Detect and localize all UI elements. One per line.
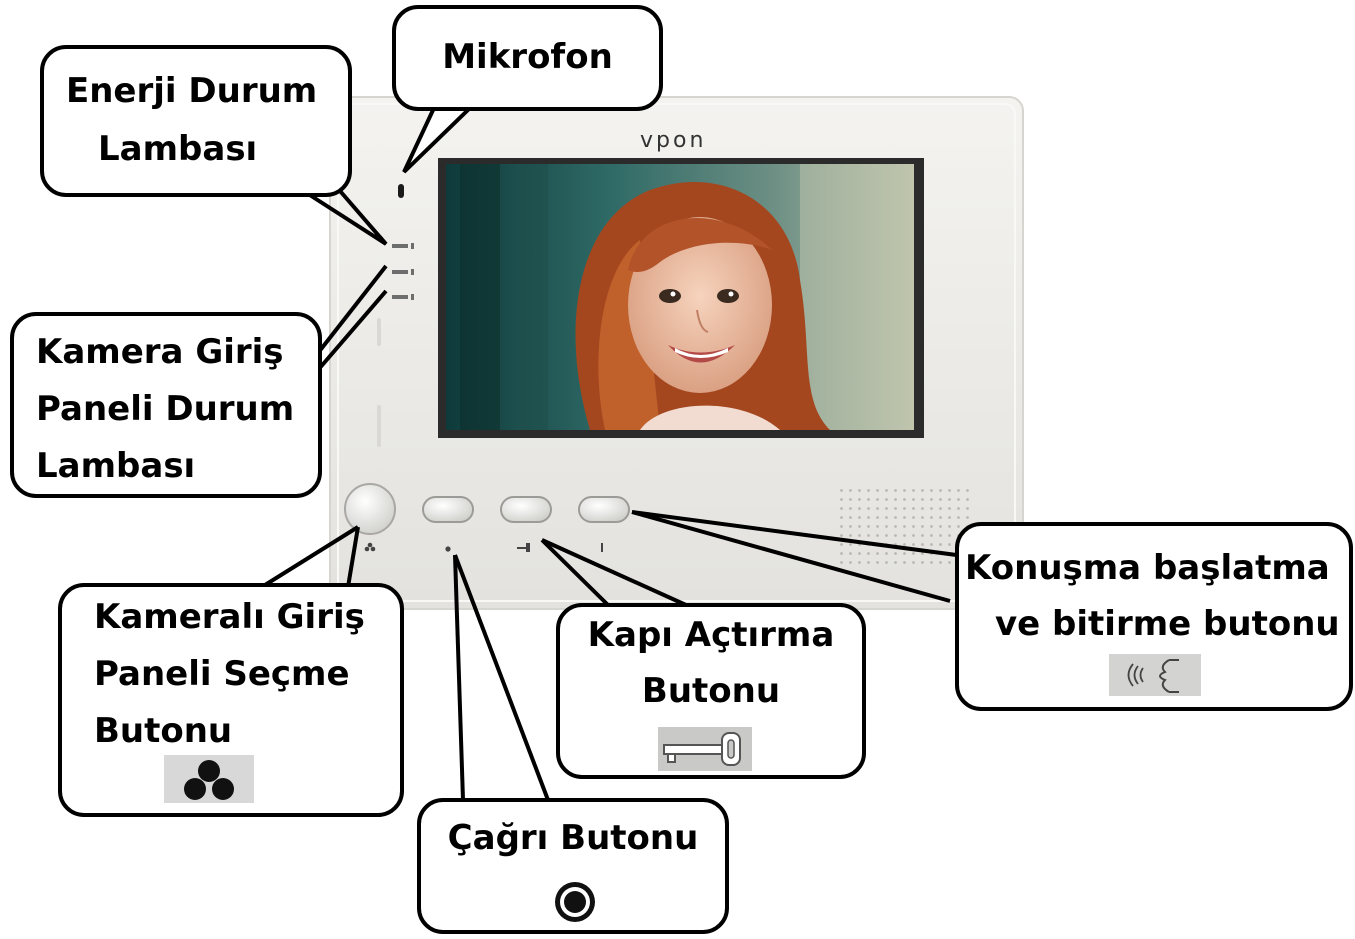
callout-secme-line1: Kameralı Giriş — [94, 597, 365, 637]
callout-konusma-line1: Konuşma başlatma — [965, 548, 1330, 588]
monitor-buttons[interactable] — [344, 483, 630, 535]
callout-kamera-line1: Kamera Giriş — [36, 332, 284, 372]
callout-kapi-line1: Kapı Açtırma — [587, 615, 835, 655]
callout-kamera-line2: Paneli Durum — [36, 389, 295, 429]
button-marks — [364, 542, 603, 552]
speaker-grill — [836, 484, 970, 564]
microphone-hole — [398, 184, 404, 198]
callout-secme-line2: Paneli Seçme — [94, 654, 350, 694]
callout-mikrofon-label: Mikrofon — [442, 37, 613, 77]
call-button[interactable] — [422, 496, 474, 523]
callout-kamerali-giris-paneli-secme-butonu: Kameralı Giriş Paneli Seçme Butonu — [58, 583, 404, 817]
callout-kamera-line3: Lambası — [36, 446, 196, 486]
callout-enerji-line1: Enerji Durum — [66, 71, 318, 111]
callout-kapi-actirma-butonu: Kapı Açtırma Butonu — [556, 603, 866, 779]
circle-button-icon — [555, 882, 595, 922]
callout-enerji-durum-lambasi: Enerji Durum Lambası — [40, 45, 352, 197]
callout-konusma-line2: ve bitirme butonu — [995, 604, 1340, 644]
brand-logo: VPON — [640, 128, 706, 153]
key-icon — [658, 727, 752, 771]
three-circles-icon — [164, 755, 254, 803]
callout-enerji-line2: Lambası — [98, 129, 258, 169]
callout-kapi-line2: Butonu — [641, 671, 781, 711]
callout-secme-line3: Butonu — [94, 711, 233, 751]
callout-cagri-butonu: Çağrı Butonu — [417, 798, 729, 934]
callout-cagri-label: Çağrı Butonu — [447, 818, 699, 858]
speaking-face-icon — [1109, 654, 1201, 696]
status-leds — [392, 243, 414, 300]
callout-konusma-baslatma-bitirme-butonu: Konuşma başlatma ve bitirme butonu — [955, 522, 1353, 711]
side-indicators — [377, 318, 381, 447]
talk-button[interactable] — [578, 496, 630, 523]
video-screen — [438, 158, 924, 438]
callout-kamera-giris-paneli-durum-lambasi: Kamera Giriş Paneli Durum Lambası — [10, 312, 322, 498]
door-open-button[interactable] — [500, 496, 552, 523]
callout-pointers — [263, 106, 965, 801]
callout-mikrofon: Mikrofon — [392, 5, 663, 111]
camera-select-button[interactable] — [344, 483, 396, 535]
